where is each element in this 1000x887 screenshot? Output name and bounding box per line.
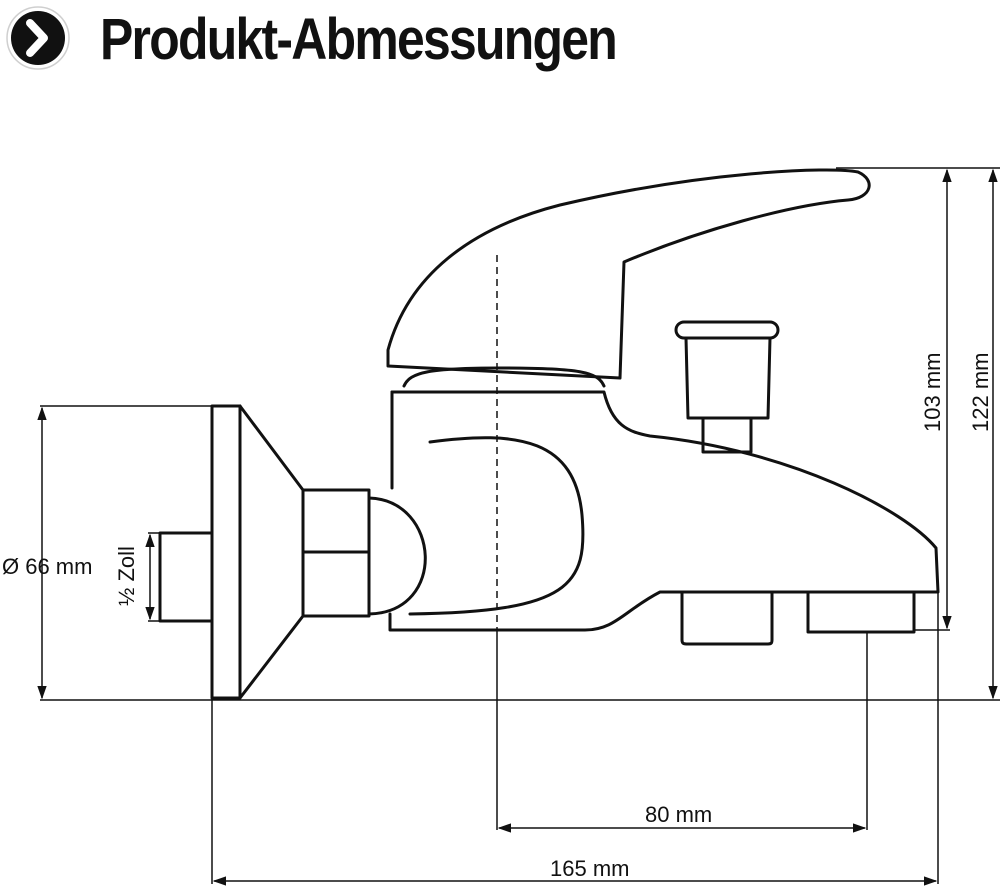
faucet-outline <box>158 168 940 700</box>
diverter-cap <box>674 320 780 340</box>
lever-handle <box>386 168 871 380</box>
label-80: 80 mm <box>645 802 712 827</box>
label-165: 165 mm <box>550 856 629 881</box>
page-title: Produkt-Abmessungen <box>100 7 618 72</box>
diverter-body <box>684 336 772 420</box>
flange-cone <box>238 404 305 700</box>
body-contour <box>408 436 585 616</box>
thread-pipe <box>158 531 214 623</box>
label-thread: ½ Zoll <box>114 546 139 606</box>
diverter-stem <box>701 416 753 454</box>
label-103: 103 mm <box>920 353 945 432</box>
label-diameter: Ø 66 mm <box>2 554 92 579</box>
header: Produkt-Abmessungen <box>0 0 1000 80</box>
wall-flange <box>210 404 242 700</box>
outlet-left <box>680 590 774 646</box>
elbow <box>367 496 427 616</box>
outlet-right <box>806 590 916 634</box>
dimension-lines <box>37 168 998 886</box>
chevron-right-icon <box>6 6 70 70</box>
reference-lines <box>40 167 1000 884</box>
faucet-body <box>388 390 940 632</box>
label-122: 122 mm <box>968 353 993 432</box>
